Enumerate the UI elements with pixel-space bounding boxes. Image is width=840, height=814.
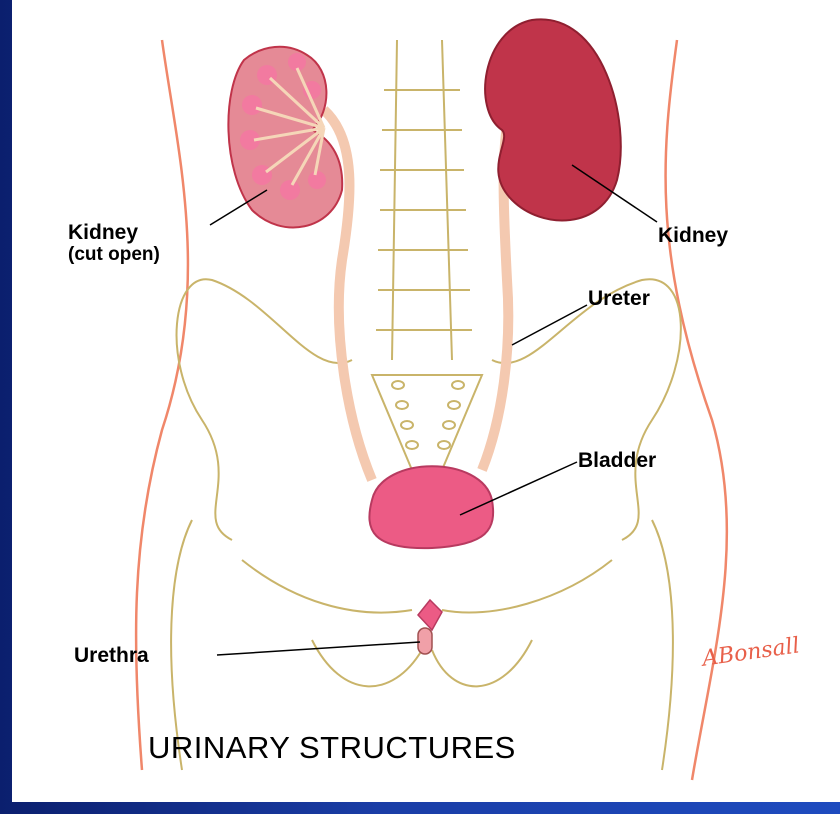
- body-outline: [136, 40, 727, 780]
- urethra-shape: [418, 600, 442, 654]
- urinary-anatomy-illustration: [12, 0, 840, 802]
- sacral-foramina: [392, 381, 464, 449]
- kidney-shape: [485, 19, 621, 220]
- label-urethra: Urethra: [74, 645, 149, 667]
- label-kidney-cut-open: Kidney (cut open): [68, 222, 160, 266]
- diagram-panel: Kidney (cut open) Kidney Ureter Bladder …: [12, 0, 840, 802]
- label-kidney-cut-line1: Kidney: [68, 222, 160, 244]
- ureter-tubes: [324, 110, 510, 480]
- diagram-title: URINARY STRUCTURES: [148, 730, 516, 766]
- label-kidney-cut-line2: (cut open): [68, 244, 160, 266]
- kidney-cut-open-shape: [228, 47, 342, 228]
- leader-lines: [210, 165, 657, 655]
- label-kidney: Kidney: [658, 225, 728, 247]
- label-ureter: Ureter: [588, 288, 650, 310]
- label-bladder: Bladder: [578, 450, 656, 472]
- bladder-shape: [369, 466, 493, 548]
